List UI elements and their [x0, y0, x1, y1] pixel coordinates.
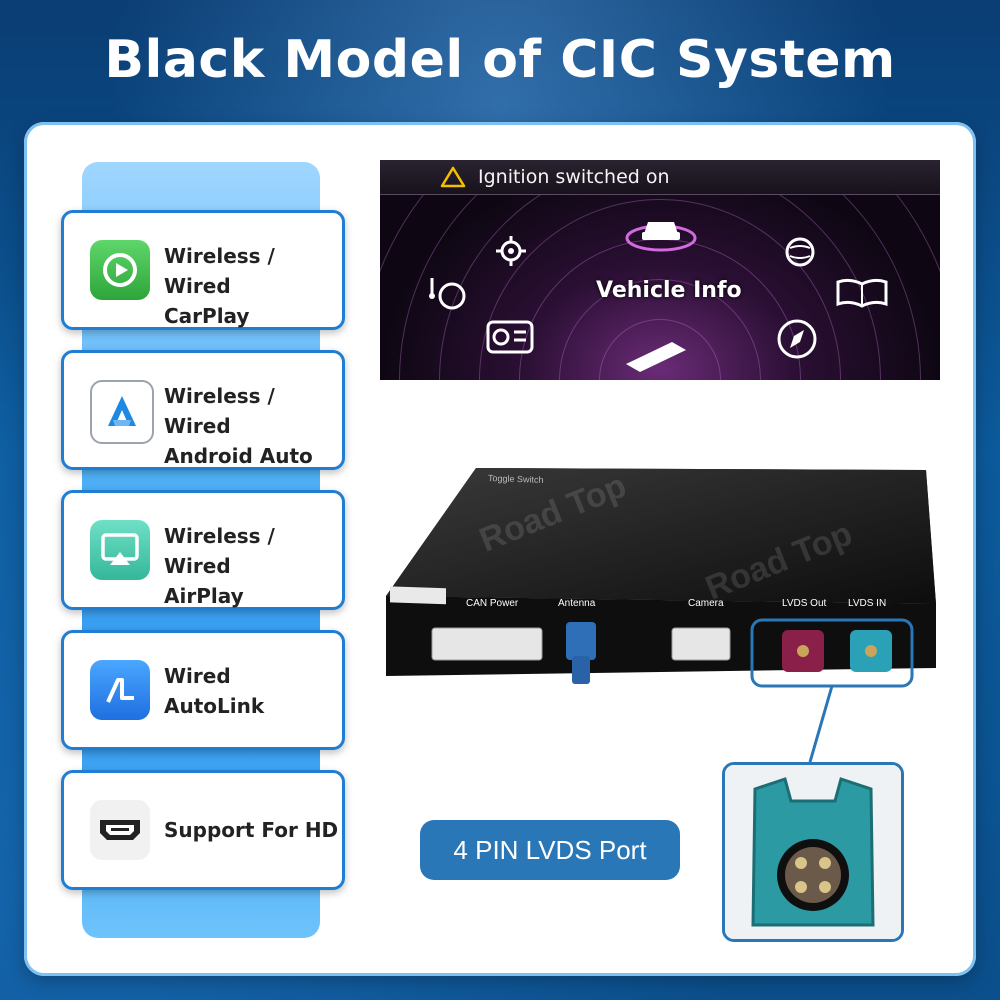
cic-screen-image: Ignition switched on Vehicle Info [380, 160, 940, 380]
warning-icon [440, 166, 466, 188]
android-auto-icon [90, 380, 154, 444]
compass-icon [777, 319, 817, 359]
lvds-port-label: 4 PIN LVDS Port [420, 820, 680, 880]
feature-label: Wired AutoLink [164, 664, 265, 718]
settings-gear-icon [496, 236, 526, 266]
feature-android-auto: Wireless / Wired Android Auto [61, 350, 345, 470]
warning-text: Ignition switched on [478, 166, 670, 188]
globe-icon [785, 237, 815, 267]
carplay-icon [90, 240, 150, 300]
feature-carplay: Wireless / Wired CarPlay [61, 210, 345, 330]
vehicle-info-label: Vehicle Info [596, 278, 742, 303]
feature-label: Wireless / Wired Android Auto [164, 384, 313, 468]
port-label-antenna: Antenna [558, 598, 596, 609]
phone-icon [626, 342, 686, 372]
interface-box-image: CAN Power Antenna Camera LVDS Out LVDS I… [380, 460, 940, 700]
feature-label: Support For HD [164, 818, 339, 842]
feature-airplay: Wireless / Wired AirPlay [61, 490, 345, 610]
autolink-icon [90, 660, 150, 720]
feature-hd: Support For HD [61, 770, 345, 890]
vehicle-icon [625, 222, 697, 252]
top-label: Toggle Switch [487, 473, 544, 485]
lvds-connector-zoom [722, 762, 904, 942]
feature-autolink: Wired AutoLink [61, 630, 345, 750]
callout-line [808, 685, 834, 763]
book-icon [836, 278, 888, 308]
screen-status-bar: Ignition switched on [380, 160, 940, 195]
port-label-lvds-out: LVDS Out [782, 598, 827, 609]
airplay-icon [90, 520, 150, 580]
port-label-lvds-in: LVDS IN [848, 598, 887, 609]
music-disc-icon [429, 278, 466, 310]
radio-icon [486, 320, 534, 354]
feature-label: Wireless / Wired CarPlay [164, 244, 275, 328]
port-label-camera: Camera [688, 598, 724, 609]
page-title: Black Model of CIC System [104, 30, 896, 90]
port-label-can-power: CAN Power [466, 598, 519, 609]
feature-label: Wireless / Wired AirPlay [164, 524, 275, 608]
hdmi-icon [90, 800, 150, 860]
